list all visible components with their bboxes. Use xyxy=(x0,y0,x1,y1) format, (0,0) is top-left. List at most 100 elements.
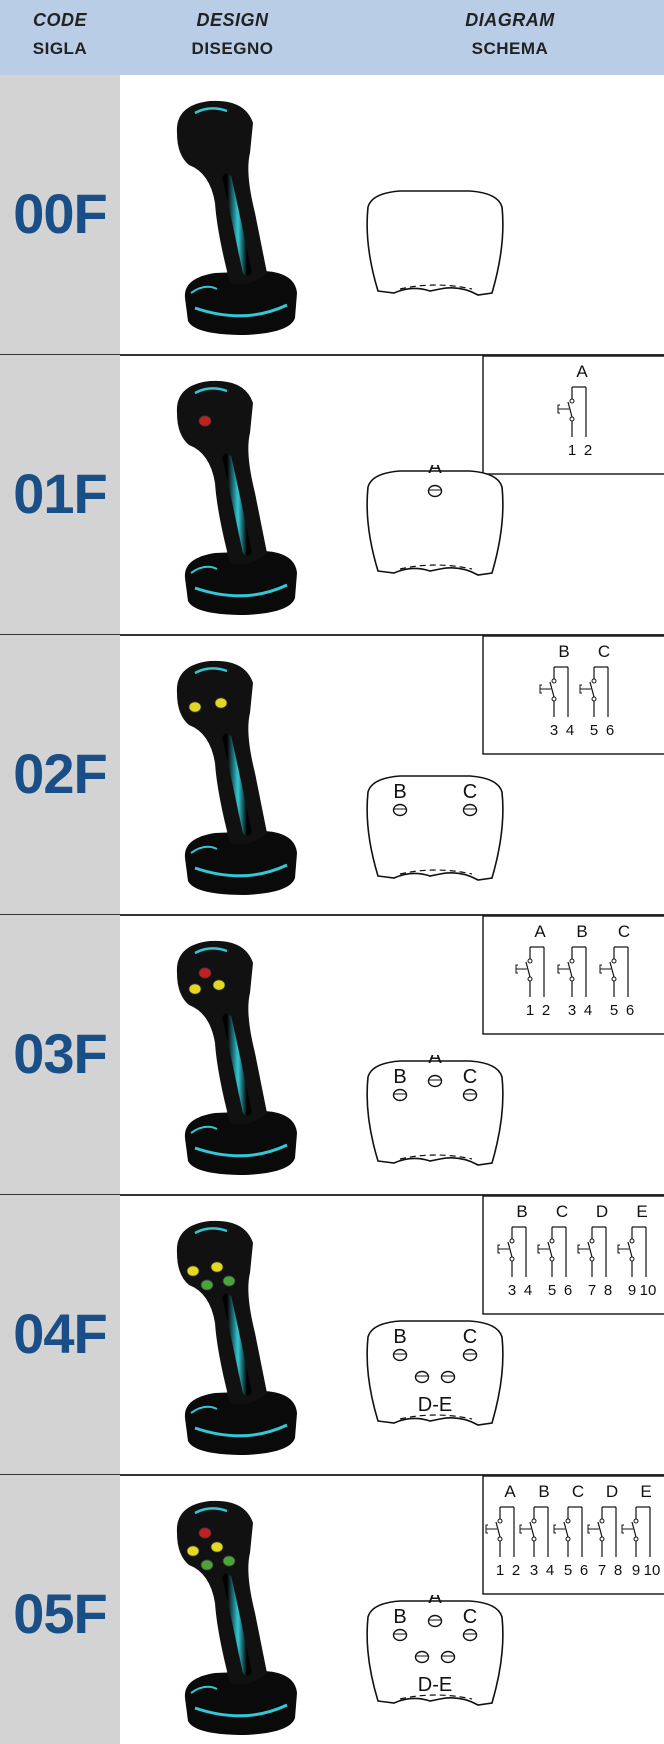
terminal-number: 10 xyxy=(640,1282,657,1299)
switch-label: D xyxy=(606,1482,618,1501)
grip-outline xyxy=(366,470,504,576)
joystick-image xyxy=(176,940,297,1175)
yellow-button-icon xyxy=(186,1545,200,1557)
grip-button-a-icon xyxy=(427,1614,443,1628)
grip-button-a-icon xyxy=(427,1074,443,1088)
wiring-box xyxy=(482,635,664,755)
switch-label: A xyxy=(534,922,546,941)
grip-outline xyxy=(366,1060,504,1166)
joystick-handle xyxy=(176,660,267,845)
yellow-button-icon xyxy=(210,1261,224,1273)
terminal-number: 3 xyxy=(550,722,558,739)
switch-label: D xyxy=(596,1202,608,1221)
terminal-number: 9 xyxy=(632,1562,640,1579)
product-code: 05F xyxy=(13,1582,108,1645)
terminal-number: 8 xyxy=(614,1562,622,1579)
joystick-handle xyxy=(176,380,267,565)
switch-label: E xyxy=(636,1202,647,1221)
green-button-icon xyxy=(222,1275,236,1287)
switch-label: C xyxy=(556,1202,568,1221)
terminal-number: 10 xyxy=(644,1562,661,1579)
terminal-number: 6 xyxy=(580,1562,588,1579)
terminal-number: 5 xyxy=(548,1282,556,1299)
product-code: 03F xyxy=(13,1022,108,1085)
green-button-icon xyxy=(222,1555,236,1567)
header-diagram: DIAGRAM SCHEMA xyxy=(380,10,640,59)
header-diagram-it: SCHEMA xyxy=(471,39,549,58)
grip-label-left: B xyxy=(393,1326,406,1348)
product-code: 01F xyxy=(13,462,108,525)
green-button-icon xyxy=(200,1559,214,1571)
product-code: 00F xyxy=(13,182,108,245)
switch-label: C xyxy=(572,1482,584,1501)
terminal-number: 2 xyxy=(512,1562,520,1579)
header-code: CODE SIGLA xyxy=(0,10,120,59)
grip-button-b-icon xyxy=(392,1088,408,1102)
row-divider xyxy=(0,914,664,916)
grip-outline xyxy=(366,1600,504,1706)
joystick-image xyxy=(176,660,297,895)
product-code: 04F xyxy=(13,1302,108,1365)
terminal-number: 7 xyxy=(598,1562,606,1579)
terminal-number: 2 xyxy=(542,1002,550,1019)
switch-label: B xyxy=(538,1482,549,1501)
code-cell: 04F xyxy=(0,1195,120,1475)
joystick-image xyxy=(176,380,297,615)
switch-label: B xyxy=(558,642,569,661)
terminal-number: 4 xyxy=(524,1282,532,1299)
yellow-button-icon xyxy=(214,697,228,709)
terminal-number: 2 xyxy=(584,442,592,459)
red-button-icon xyxy=(198,1527,212,1539)
terminal-number: 4 xyxy=(546,1562,554,1579)
grip-button-c-icon xyxy=(462,803,478,817)
grip-label-right: C xyxy=(463,1606,477,1628)
joystick-handle xyxy=(176,1500,267,1685)
switch-label: A xyxy=(576,362,588,381)
switch-label: B xyxy=(516,1202,527,1221)
terminal-number: 6 xyxy=(606,722,614,739)
terminal-number: 6 xyxy=(626,1002,634,1019)
terminal-number: 1 xyxy=(526,1002,534,1019)
terminal-number: 1 xyxy=(568,442,576,459)
yellow-button-icon xyxy=(188,701,202,713)
grip-button-d-icon xyxy=(414,1370,430,1384)
code-cell: 01F xyxy=(0,355,120,635)
terminal-number: 1 xyxy=(496,1562,504,1579)
code-cell: 03F xyxy=(0,915,120,1195)
grip-button-c-icon xyxy=(462,1628,478,1642)
joystick-handle xyxy=(176,100,267,285)
joystick-handle xyxy=(176,940,267,1125)
terminal-number: 8 xyxy=(604,1282,612,1299)
grip-button-e-icon xyxy=(440,1370,456,1384)
terminal-number: 4 xyxy=(566,722,574,739)
grip-label-top: A xyxy=(428,465,442,478)
red-button-icon xyxy=(198,415,212,427)
header-design: DESIGN DISEGNO xyxy=(130,10,335,59)
grip-outline xyxy=(366,190,504,296)
header-diagram-en: DIAGRAM xyxy=(465,10,555,30)
grip-label-top: A xyxy=(428,1055,442,1068)
grip-button-b-icon xyxy=(392,803,408,817)
wiring-box xyxy=(482,915,664,1035)
grip-label-right: C xyxy=(463,1326,477,1348)
yellow-button-icon xyxy=(212,979,226,991)
grip-label-left: B xyxy=(393,1066,406,1088)
terminal-number: 5 xyxy=(610,1002,618,1019)
wiring-box xyxy=(482,1475,664,1595)
switch-label: C xyxy=(618,922,630,941)
green-button-icon xyxy=(200,1279,214,1291)
